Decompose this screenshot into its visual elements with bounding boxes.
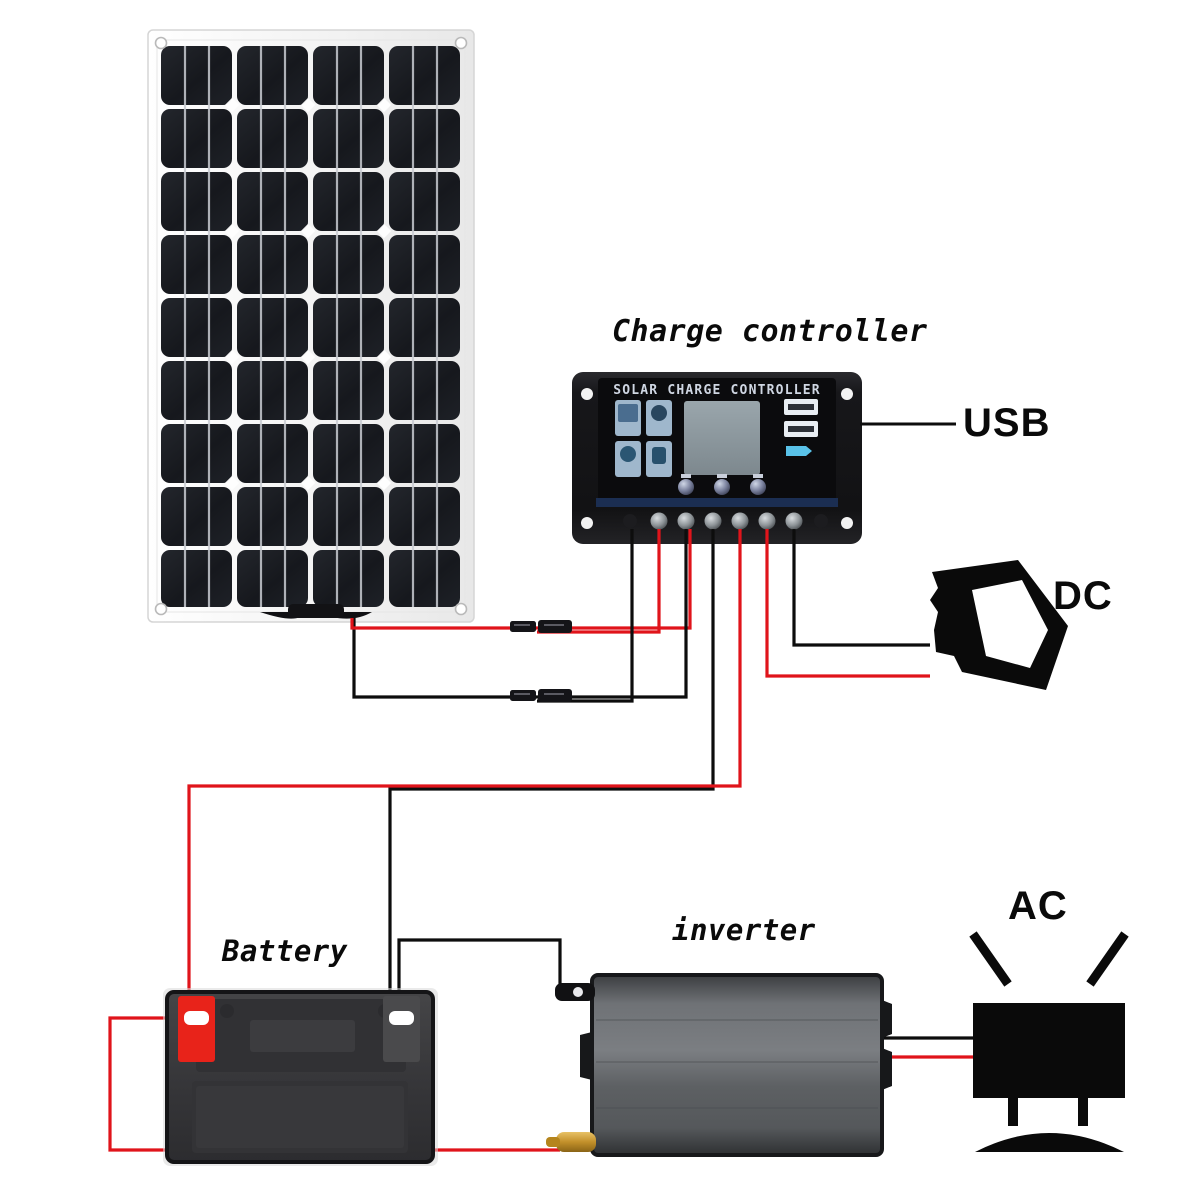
junction-box bbox=[260, 604, 372, 619]
wire-load-positive bbox=[765, 529, 930, 678]
controller-silkscreen: SOLAR CHARGE CONTROLLER bbox=[613, 383, 821, 398]
panel-cell-grid bbox=[161, 46, 460, 607]
panel-grommet bbox=[154, 36, 468, 616]
charge-controller-label: Charge controller bbox=[612, 314, 928, 349]
inverter-side-vent-left bbox=[580, 1032, 592, 1080]
battery-label: Battery bbox=[222, 934, 348, 968]
controller-icon-buttons[interactable] bbox=[615, 400, 672, 477]
wire-panel-negative-run bbox=[560, 529, 688, 699]
controller-usb-ports[interactable] bbox=[784, 399, 818, 456]
inverter bbox=[546, 973, 892, 1157]
wire-panel-negative bbox=[352, 618, 560, 699]
dc-label: DC bbox=[1053, 574, 1113, 618]
usb-label: USB bbox=[963, 401, 1051, 445]
ac-label: AC bbox=[1008, 884, 1068, 928]
inverter-dc-positive-terminal bbox=[546, 1132, 596, 1152]
ac-ray bbox=[969, 931, 1129, 987]
wire-inverter-dc-negative bbox=[397, 938, 562, 1001]
mc4-connector bbox=[510, 689, 572, 702]
wire-pv-pos-terminal bbox=[537, 529, 661, 634]
inverter-label: inverter bbox=[672, 913, 816, 947]
ac-television bbox=[969, 931, 1129, 1152]
wire-pv-neg-terminal bbox=[537, 529, 634, 703]
inverter-dc-negative-terminal bbox=[555, 983, 595, 1001]
charge-controller: SOLAR CHARGE CONTROLLER bbox=[572, 372, 862, 544]
controller-indicator-lamps bbox=[678, 474, 766, 495]
battery-positive-terminal bbox=[178, 996, 215, 1062]
controller-mounting-hole bbox=[581, 388, 853, 529]
solar-panel bbox=[147, 29, 475, 623]
wire-panel-positive bbox=[560, 529, 692, 630]
mc4-connector bbox=[510, 620, 572, 633]
battery bbox=[163, 988, 438, 1166]
wire-panel-positive-stub bbox=[350, 618, 560, 630]
wire-load-negative bbox=[792, 529, 930, 647]
controller-terminal-screws[interactable] bbox=[623, 512, 828, 530]
wire-battery-positive bbox=[187, 529, 742, 1000]
dc-socket bbox=[930, 560, 1068, 690]
battery-negative-terminal bbox=[383, 996, 420, 1062]
controller-lcd-screen bbox=[684, 401, 760, 475]
wire-battery-negative bbox=[388, 529, 715, 1000]
